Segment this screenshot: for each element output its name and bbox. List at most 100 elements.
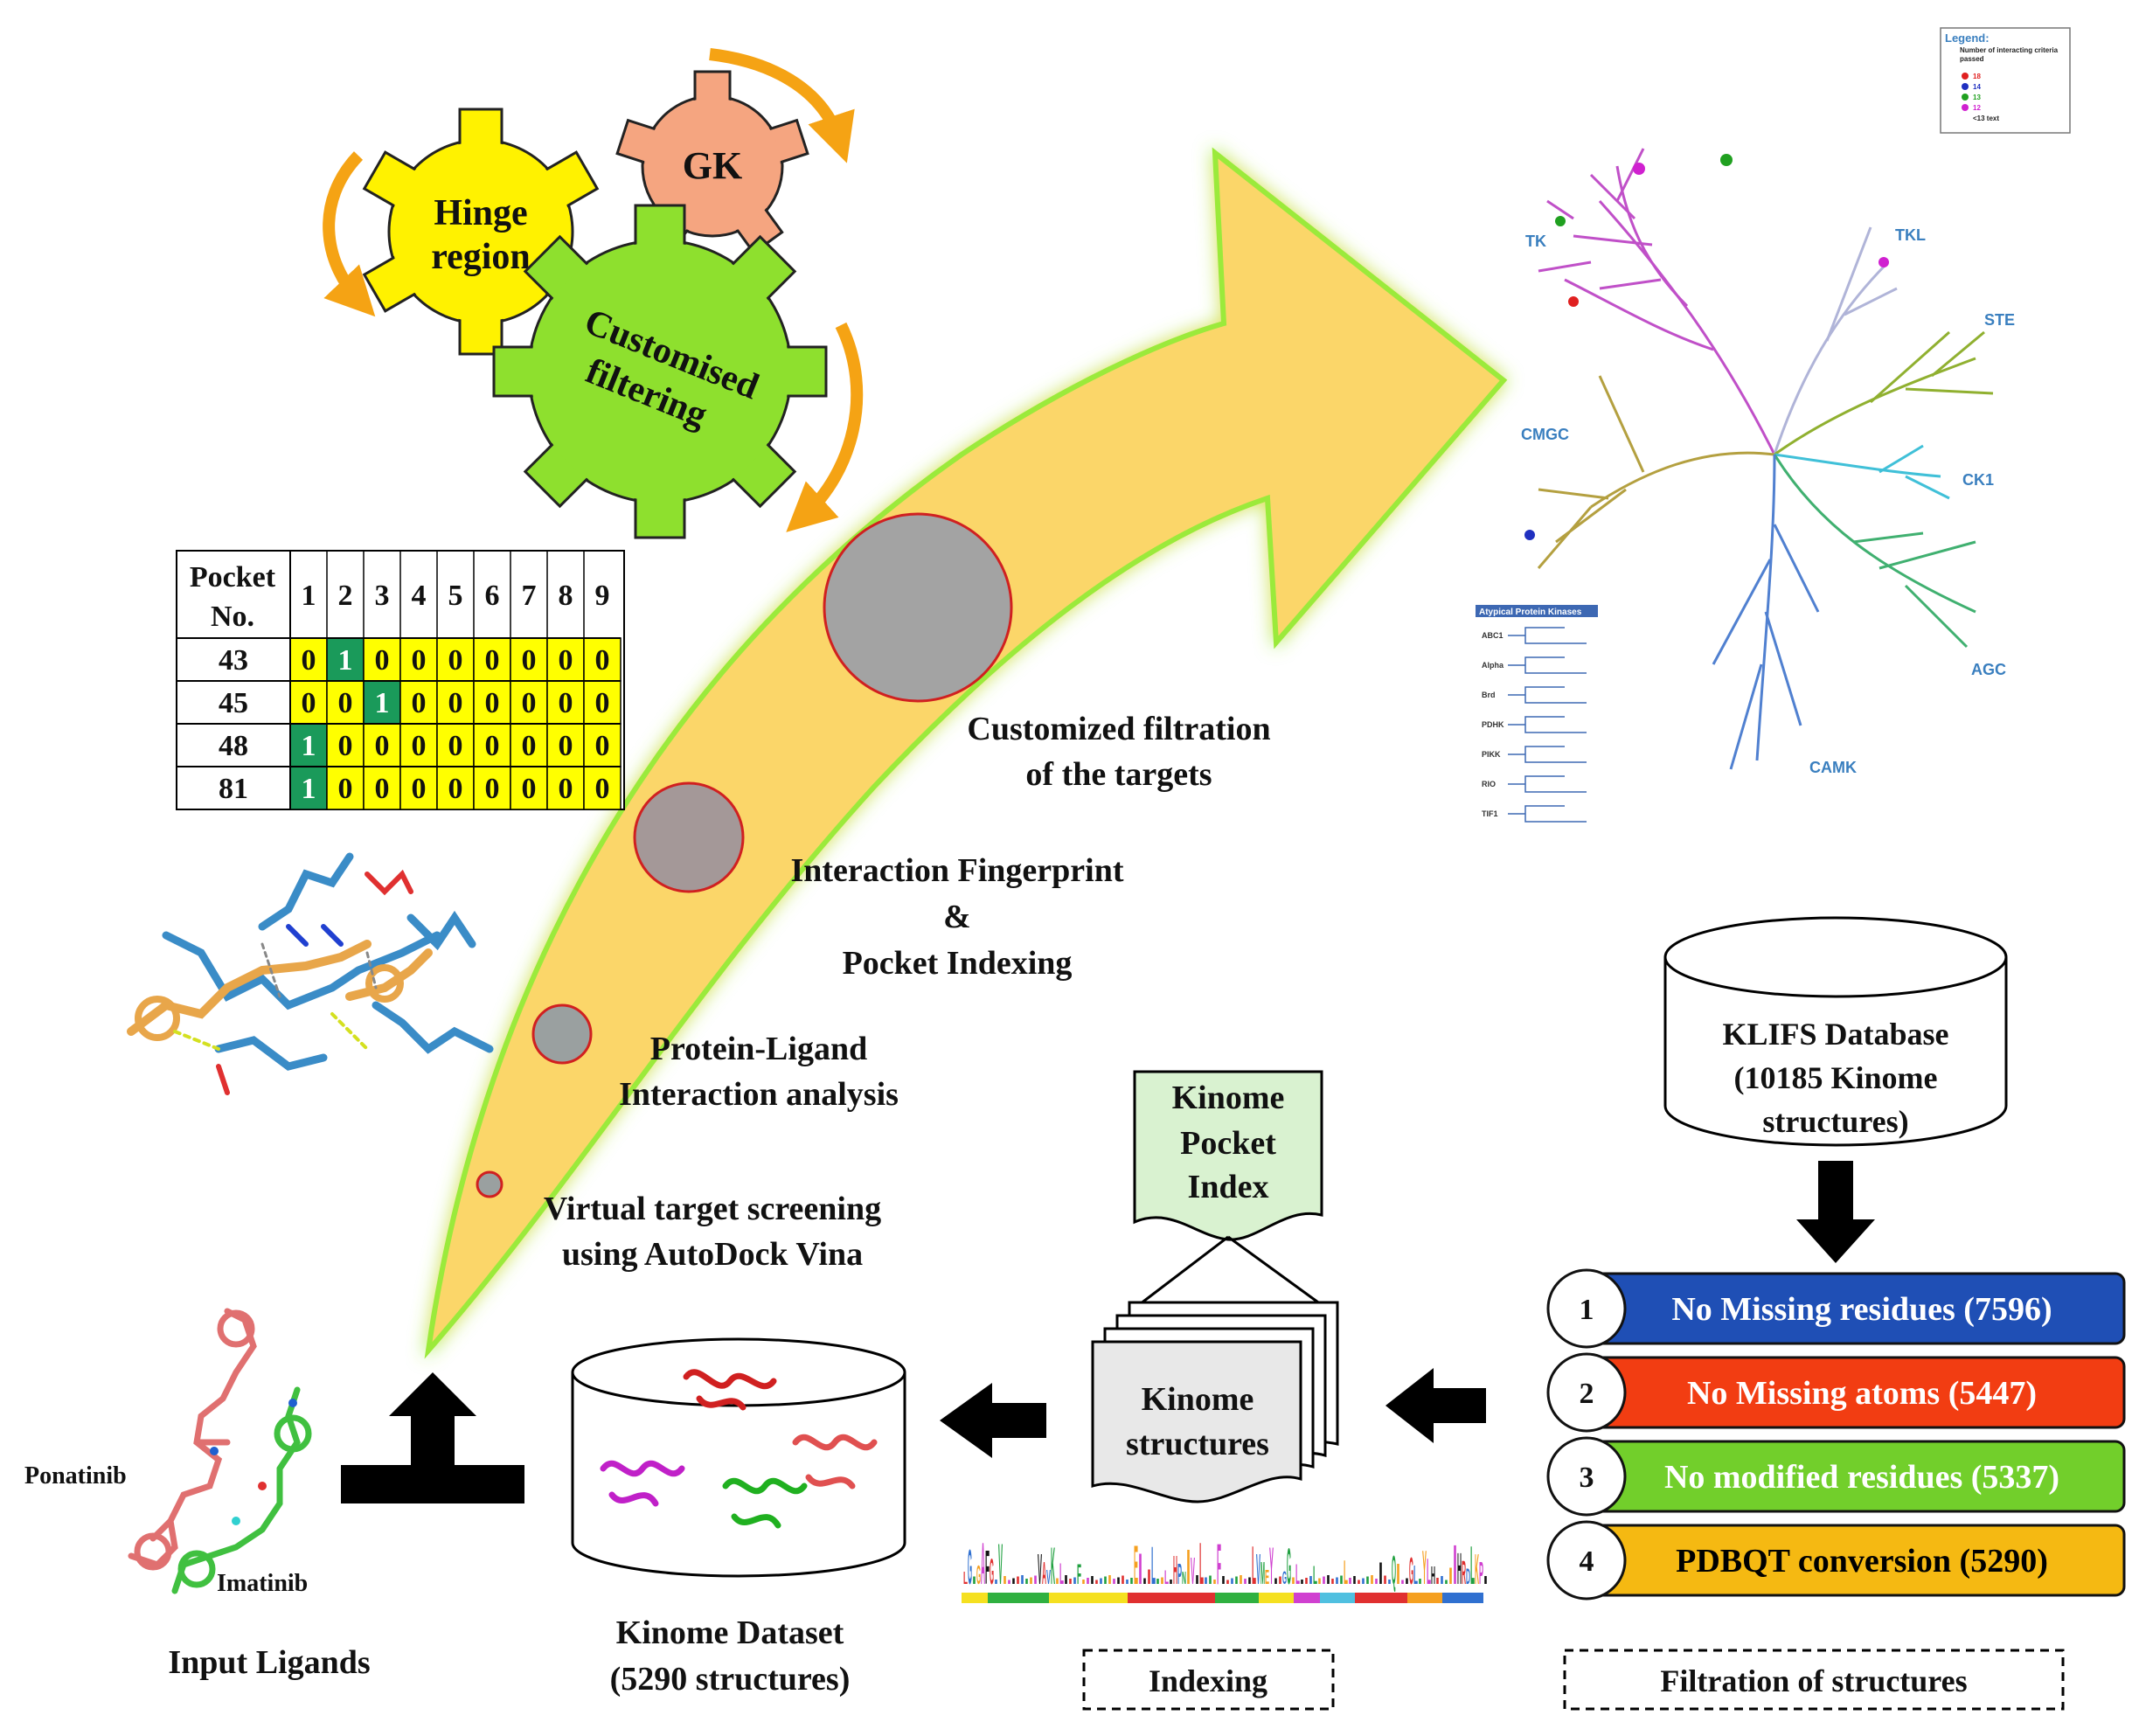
atypical-item-label: ABC1 [1482, 631, 1504, 640]
logo-letter: A [1042, 1555, 1046, 1591]
kinome-structures-line-2: structures [1126, 1426, 1269, 1462]
pocket-cell [546, 637, 585, 682]
logo-letter: I [1068, 1578, 1073, 1586]
filter-label: PDBQT conversion (5290) [1676, 1543, 2048, 1580]
logo-letter: I [1435, 1577, 1440, 1587]
logo-letter: I [1383, 1573, 1387, 1587]
logo-letter: I [1208, 1573, 1212, 1587]
pocket-cell-value: 1 [302, 730, 316, 762]
logo-letter: F [1077, 1559, 1081, 1590]
atypical-item-label: Alpha [1482, 661, 1504, 670]
logo-letter: P [1479, 1555, 1483, 1591]
logo-letter: L [1199, 1531, 1204, 1597]
pocket-cell-value: 0 [485, 687, 500, 719]
kinome-tree: TK TKL STE CMGC CK1 AGC CAMK Legend: Num… [1476, 27, 2071, 823]
legend-title: Legend: [1945, 31, 1990, 45]
atypical-item-label: Brd [1482, 691, 1496, 699]
step-3-line-1: Interaction Fingerprint [790, 852, 1123, 889]
pocket-cell-value: 0 [302, 687, 316, 719]
cycle-arrow-left [323, 151, 376, 317]
pocket-cell-value: 0 [412, 773, 427, 805]
pocket-cell-value: 0 [522, 773, 537, 805]
logo-letter: R [1462, 1555, 1466, 1592]
gk-label: GK [683, 144, 742, 187]
gk-gear: GK [615, 70, 809, 255]
filter-label: No Missing residues (7596) [1671, 1291, 2052, 1328]
filter-number: 2 [1580, 1378, 1594, 1410]
logo-letter: I [1322, 1574, 1326, 1587]
filter-number-circle [1546, 1352, 1627, 1433]
pocket-cell-value: 0 [559, 773, 573, 805]
pocket-cell-value: 0 [522, 644, 537, 677]
logo-letter: D [1466, 1565, 1470, 1589]
logo-letter: K [1051, 1537, 1055, 1595]
pocket-cell [546, 766, 585, 810]
pocket-cell [473, 723, 511, 767]
logo-letter: L [1470, 1536, 1475, 1596]
tk-branch [1538, 148, 1776, 455]
pocket-cell-value: 1 [302, 773, 316, 805]
pocket-cell-value: 0 [595, 644, 610, 677]
pocket-header-1: Pocket [190, 561, 276, 594]
logo-letter: I [1160, 1576, 1164, 1587]
step-2-line-1: Protein-Ligand [650, 1031, 867, 1067]
pocket-number: 81 [219, 773, 248, 805]
logo-letter: I [1103, 1574, 1108, 1587]
logo-letter: I [1247, 1576, 1252, 1587]
pocket-cell-value: 0 [448, 687, 463, 719]
logo-letter: I [1309, 1573, 1313, 1587]
ligand-name-imatinib: Imatinib [217, 1570, 308, 1597]
logo-letter: I [1239, 1573, 1243, 1587]
kinome-legend: Legend: Number of interacting criteria p… [1940, 27, 2071, 134]
node-red [1568, 296, 1579, 307]
logo-letter: I [1243, 1578, 1247, 1586]
input-ligands-label: Input Ligands [168, 1644, 370, 1681]
node-green [1555, 216, 1566, 226]
legend-dot [1962, 94, 1969, 101]
logo-letter: L [1059, 1558, 1064, 1591]
logo-letter: L [1344, 1554, 1348, 1592]
logo-letter: I [1330, 1578, 1335, 1586]
logo-letter: I [1405, 1577, 1409, 1586]
cycle-arrow-right [786, 322, 864, 532]
pocket-number: 45 [219, 687, 248, 719]
protein-ligand-complex-image [127, 852, 494, 1095]
pocket-cell-value: 0 [559, 687, 573, 719]
pocket-cell [436, 723, 475, 767]
logo-letter: G [1409, 1550, 1413, 1593]
pocket-column-header: 8 [559, 580, 573, 612]
gear-cluster: GK Hinge region [323, 48, 864, 539]
pocket-cell [289, 723, 328, 767]
pocket-cell-value: 0 [522, 687, 537, 719]
legend-dot [1962, 104, 1969, 111]
logo-letter: I [1033, 1573, 1038, 1587]
logo-letter: G [1287, 1538, 1291, 1595]
agc-branch [1773, 454, 1976, 649]
logo-letter: I [1348, 1577, 1352, 1587]
logo-letter: I [1212, 1580, 1217, 1586]
pocket-cell-value: 0 [485, 773, 500, 805]
pocket-cell [436, 766, 475, 810]
pocket-cell-value: 0 [485, 730, 500, 762]
pocket-index-line-3: Index [1188, 1169, 1269, 1205]
group-label-ck1: CK1 [1962, 471, 1994, 489]
atypical-title: Atypical Protein Kinases [1479, 608, 1582, 617]
logo-letter: Y [1269, 1537, 1274, 1595]
pocket-column-header: 3 [375, 580, 390, 612]
connector-lines [1135, 1235, 1325, 1309]
pocket-cell-value: 0 [338, 687, 353, 719]
logo-letter: I [1387, 1580, 1392, 1586]
pocket-column-header: 4 [412, 580, 427, 612]
logo-letter: I [1483, 1573, 1488, 1587]
pocket-column-header: 5 [448, 580, 463, 612]
pocket-cell-value: 0 [448, 730, 463, 762]
step-2-line-2: Interaction analysis [619, 1076, 899, 1113]
workflow-arrow [424, 147, 1508, 1359]
logo-letter: L [1313, 1561, 1317, 1590]
legend-item-label: 13 [1973, 94, 1981, 101]
indexing-label-box [1082, 1649, 1335, 1711]
node-magenta [1633, 163, 1645, 175]
klifs-database: KLIFS Database (10185 Kinome structures) [1663, 916, 2008, 1147]
pocket-cell-value: 0 [338, 730, 353, 762]
